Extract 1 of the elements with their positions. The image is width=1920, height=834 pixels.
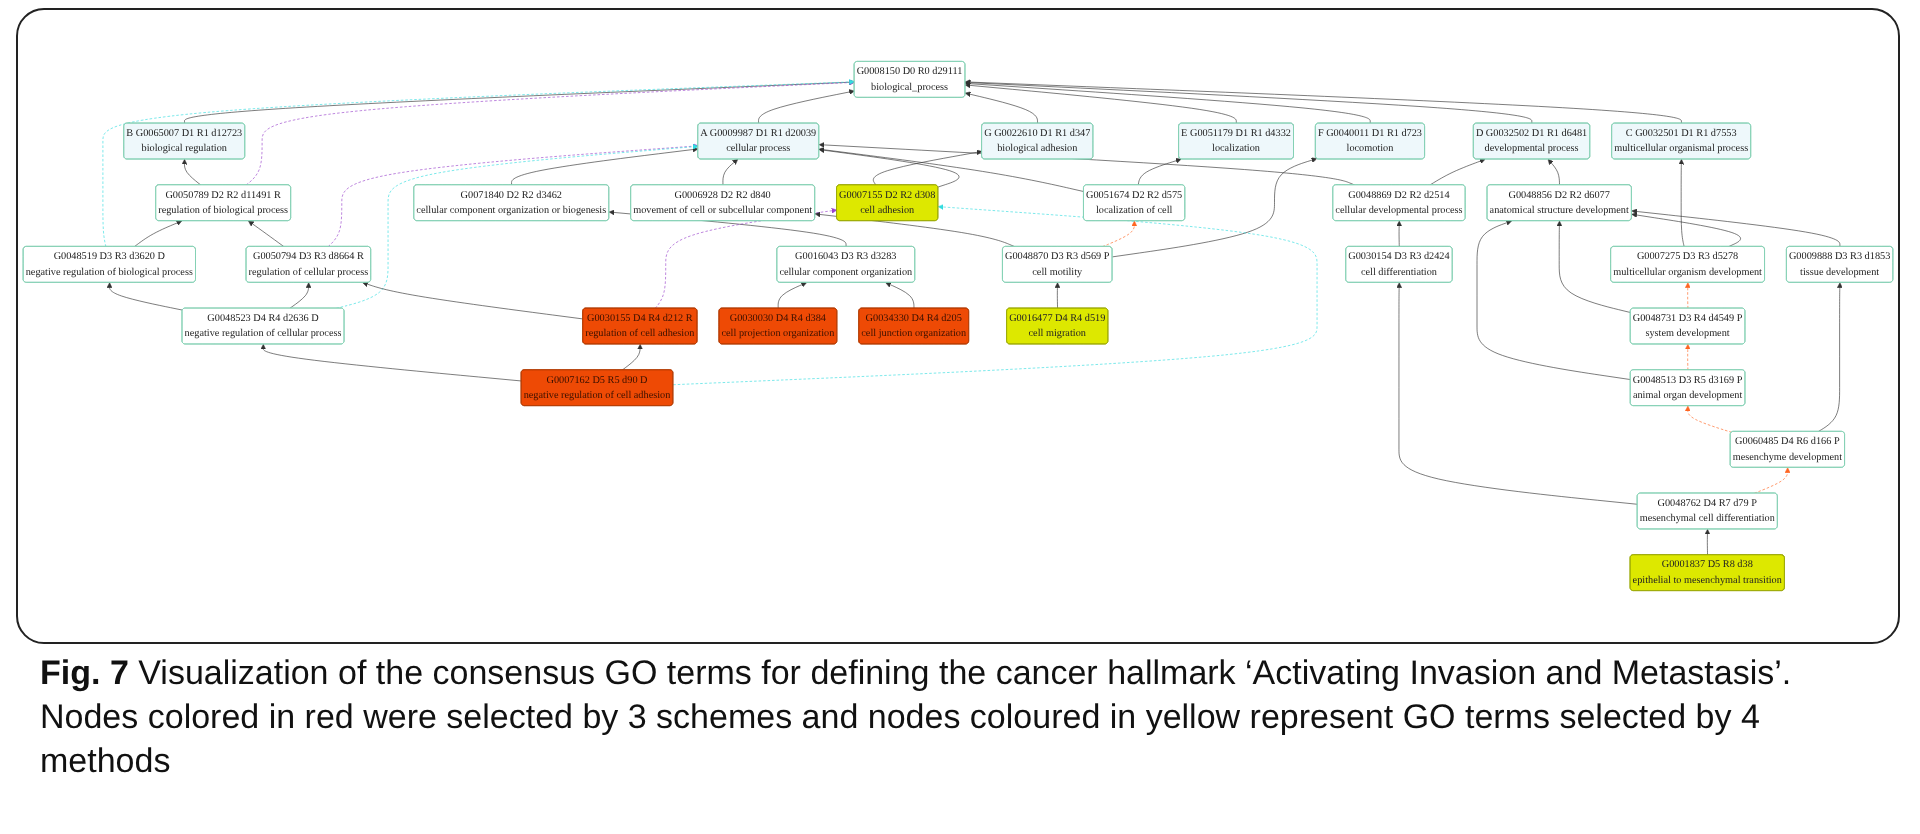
figure-caption: Fig. 7 Visualization of the consensus GO terms for defining the cancer hallmark ‘Activating Invasion and Metastasis’. Nodes colored in red were selected by 3 schemes and nodes coloured in yellow represent GO terms selected by 4 methods bbox=[40, 652, 1794, 784]
